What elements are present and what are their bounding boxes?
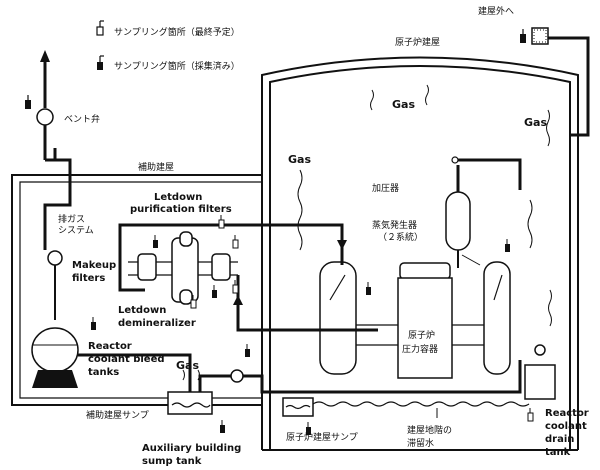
legend-done-label: サンプリング箇所（採集済み） [114,60,240,72]
makeup-filter-right [211,253,231,281]
steam-gen-label: 蒸気発生器（２系統） [372,219,423,243]
sample-point-vent [25,95,31,109]
reactor-building-label: 原子炉建屋 [395,36,440,48]
outside-filter-box [531,27,549,45]
sample-points-filters [91,215,534,435]
sample-point-done-icon [97,55,104,70]
rpv-body [397,277,453,379]
pressurizer-line [458,158,522,190]
reactor-building-inner-wall [269,65,571,450]
sample-point-planned-icon [96,20,104,36]
basement-water-label: 建屋地階の滞留水 [407,424,452,449]
gas-label-right: Gas [524,116,547,129]
legend-planned-label: サンプリング箇所（最終予定） [114,26,240,38]
basement-water [312,401,530,407]
vent-valve-label: ベント弁 [64,113,100,125]
bleed-to-sump-line [78,353,192,392]
reactor-building-sump [282,397,314,417]
gas-label-left: Gas [288,153,311,166]
reactor-building-wall [261,56,579,450]
reactor-coolant-drain-tank [524,364,556,400]
legend: サンプリング箇所（最終予定） サンプリング箇所（採集済み） [96,20,240,72]
reactor-coolant-bleed-tank [31,327,79,373]
bleed-tank-base [32,370,78,388]
aux-building-inner-wall [19,181,262,399]
auxiliary-building-sump-tank [167,391,213,415]
vent-stack [36,50,72,320]
filter-unit-bottom [179,289,193,305]
outside-vent-line [520,27,590,137]
pressurizer-label: 加圧器 [372,183,399,194]
gas-waves [182,84,552,381]
makeup-filter-left [137,253,157,281]
sample-point-outside [520,34,526,43]
exhaust-system-label: 排ガスシステム [58,213,94,236]
rpv-head [399,262,451,280]
steam-generator-left [319,261,357,375]
aux-sump-label: 補助建屋サンプ [86,409,149,421]
exhaust-system-icon [47,250,63,266]
steam-generator-right [483,261,511,375]
gas-label-top: Gas [392,98,415,111]
filter-unit-top [179,231,193,247]
reactor-sump-label: 原子炉建屋サンプ [286,431,358,443]
rpv-label: 原子炉圧力容器 [402,329,438,355]
aux-building-label: 補助建屋 [138,161,174,173]
sump-pump-icon [230,369,244,383]
vent-valve-icon [36,108,54,126]
outside-label: 建屋外へ [478,5,514,17]
pressurizer [445,191,471,251]
gas-label-sump: Gas [176,359,199,372]
aux-building-wall [11,174,262,406]
